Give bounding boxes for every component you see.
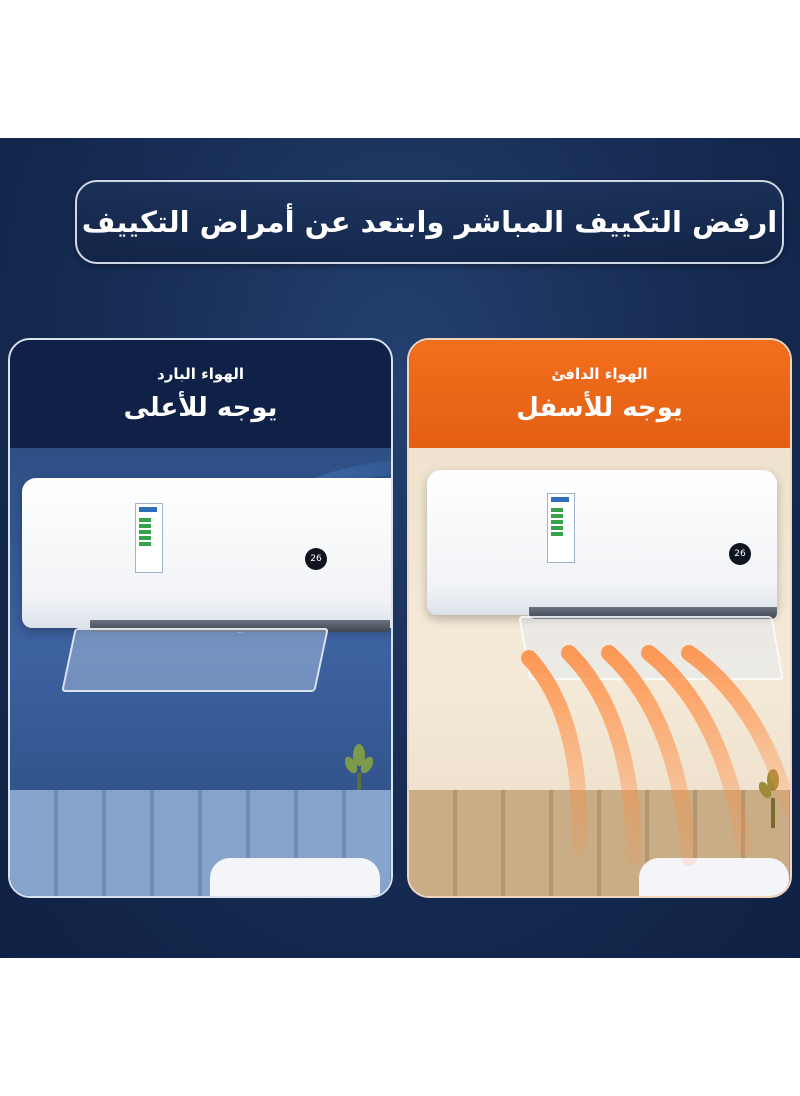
- energy-label: [135, 503, 163, 573]
- air-deflector: [61, 628, 329, 692]
- warm-panel-header: الهواء الدافئ يوجه للأسفل: [409, 340, 790, 448]
- warm-airflow-icon: [521, 645, 790, 866]
- headline-text: ارفض التكييف المباشر وابتعد عن أمراض الت…: [81, 205, 778, 239]
- plant-icon: [344, 743, 374, 803]
- pillow: [639, 858, 789, 896]
- poster: ارفض التكييف المباشر وابتعد عن أمراض الت…: [0, 138, 800, 958]
- cold-panel-header: الهواء البارد يوجه للأعلى: [10, 340, 391, 448]
- warm-panel-subtitle: الهواء الدافئ: [551, 365, 648, 383]
- cold-scene-image: 26: [10, 448, 391, 896]
- warm-panel-title: يوجه للأسفل: [516, 393, 683, 423]
- ac-vent: [90, 620, 390, 632]
- headline-banner: ارفض التكييف المباشر وابتعد عن أمراض الت…: [75, 180, 784, 264]
- ac-display: 26: [305, 548, 327, 570]
- cold-panel-subtitle: الهواء البارد: [157, 365, 244, 383]
- cold-air-panel: الهواء البارد يوجه للأعلى: [8, 338, 393, 898]
- pillow: [210, 858, 380, 896]
- energy-label: [547, 493, 575, 563]
- warm-scene-image: 26: [409, 448, 790, 896]
- cold-panel-title: يوجه للأعلى: [123, 393, 278, 423]
- air-conditioner-unit: [427, 470, 777, 615]
- ac-vent: [529, 607, 777, 619]
- warm-air-panel: الهواء الدافئ يوجه للأسفل 26: [407, 338, 792, 898]
- ac-display: 26: [729, 543, 751, 565]
- air-conditioner-unit: [22, 478, 391, 628]
